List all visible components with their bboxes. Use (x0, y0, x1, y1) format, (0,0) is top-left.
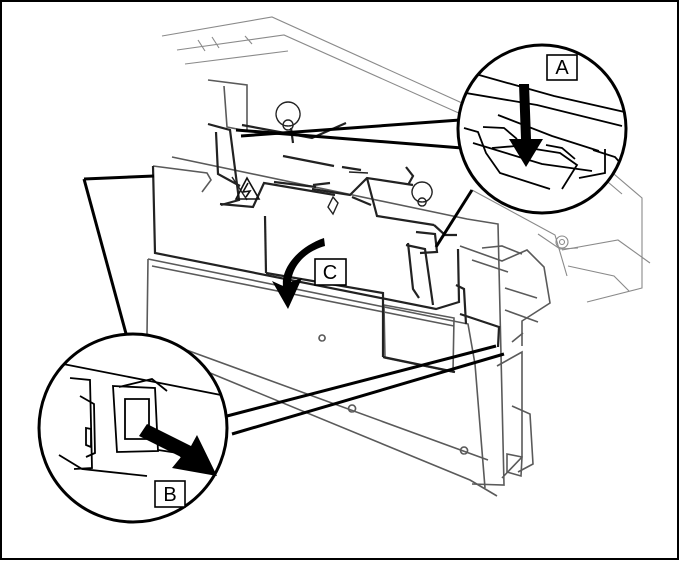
high-voltage-warning-icon (234, 176, 261, 200)
leader-lines (82, 118, 505, 436)
rotation-arrow (272, 238, 325, 309)
callout-b-box (154, 480, 186, 508)
callout-c-box (314, 258, 347, 286)
callout-b-label: B (163, 484, 176, 506)
device-housing (146, 79, 551, 497)
callout-a-box (546, 54, 578, 81)
callout-a-label: A (555, 57, 569, 79)
arrow-a (509, 84, 543, 167)
callout-c-label: C (323, 262, 337, 284)
detail-a: A (456, 43, 628, 215)
upper-cover-details (231, 101, 433, 216)
arrow-b (139, 424, 217, 476)
detail-b: B (37, 332, 229, 524)
upper-cover (151, 121, 501, 374)
background-panel (161, 16, 651, 303)
detail-c: C (272, 238, 347, 309)
